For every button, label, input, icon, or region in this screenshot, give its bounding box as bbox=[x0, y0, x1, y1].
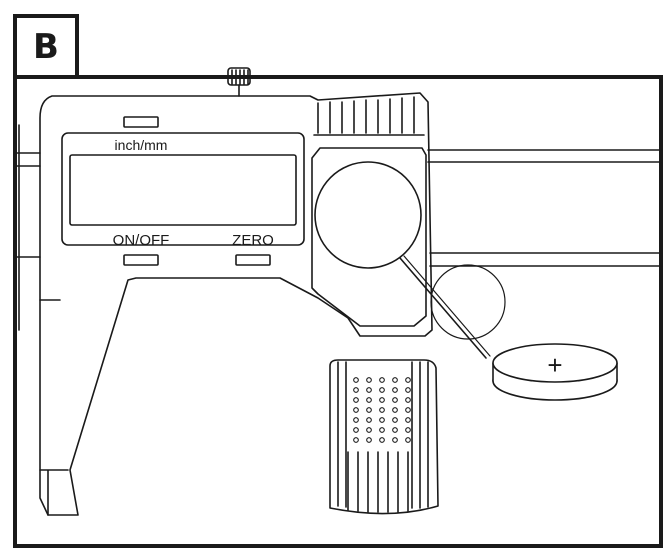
coin-battery-top bbox=[492, 343, 618, 383]
leader-line bbox=[399, 257, 487, 359]
battery-seat-outline bbox=[430, 264, 506, 340]
leader-line-2 bbox=[403, 255, 491, 357]
zero-label: ZERO bbox=[232, 232, 274, 249]
badge-box bbox=[13, 14, 79, 79]
on-off-button[interactable] bbox=[123, 254, 159, 266]
on-off-label: ON/OFF bbox=[113, 232, 170, 249]
lower-jaw-detail bbox=[39, 299, 69, 516]
thumb-wheel-ribs bbox=[231, 69, 249, 85]
battery-polarity-plus: + bbox=[547, 350, 562, 380]
grip-ridges bbox=[317, 96, 415, 134]
battery-cover bbox=[329, 359, 439, 515]
lcd-screen bbox=[69, 154, 297, 226]
battery-cover-vents bbox=[353, 377, 411, 443]
badge-letter: B bbox=[33, 27, 59, 67]
caliper-body bbox=[39, 92, 433, 516]
battery-compartment bbox=[311, 147, 427, 327]
display-bezel bbox=[61, 132, 305, 246]
unit-button[interactable] bbox=[123, 116, 159, 128]
zero-button[interactable] bbox=[235, 254, 271, 266]
battery-cover-ribs bbox=[337, 361, 429, 513]
battery-cavity bbox=[314, 161, 422, 269]
outer-frame bbox=[13, 75, 663, 548]
unit-label: inch/mm bbox=[115, 137, 168, 153]
